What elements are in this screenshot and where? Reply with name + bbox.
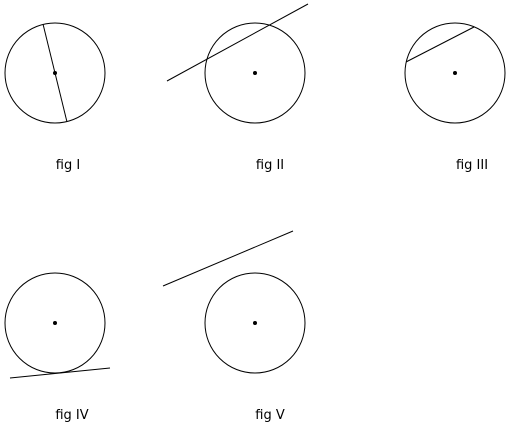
fig5-external-line [162, 230, 294, 287]
fig2-center-point [253, 71, 257, 75]
fig3-chord-line [405, 26, 475, 63]
fig5-label: fig V [255, 408, 285, 423]
figure-4: fig IV [4, 272, 111, 423]
fig3-circle [404, 22, 506, 124]
fig3-center-point [453, 71, 457, 75]
fig4-label: fig IV [55, 408, 88, 423]
figure-1: fig I [4, 22, 106, 173]
fig2-circle [204, 22, 306, 124]
fig5-center-point [253, 321, 257, 325]
fig4-center-point [53, 321, 57, 325]
fig2-secant-line [166, 3, 309, 82]
fig1-circle [4, 22, 106, 124]
fig1-label: fig I [56, 158, 80, 173]
fig3-label: fig III [456, 158, 488, 173]
fig4-tangent-line [9, 367, 111, 379]
fig5-circle [204, 272, 306, 374]
fig2-label: fig II [256, 158, 284, 173]
figure-3: fig III [404, 22, 506, 173]
figure-5: fig V [162, 230, 306, 423]
fig1-center-point [53, 71, 57, 75]
figure-2: fig II [166, 3, 309, 173]
